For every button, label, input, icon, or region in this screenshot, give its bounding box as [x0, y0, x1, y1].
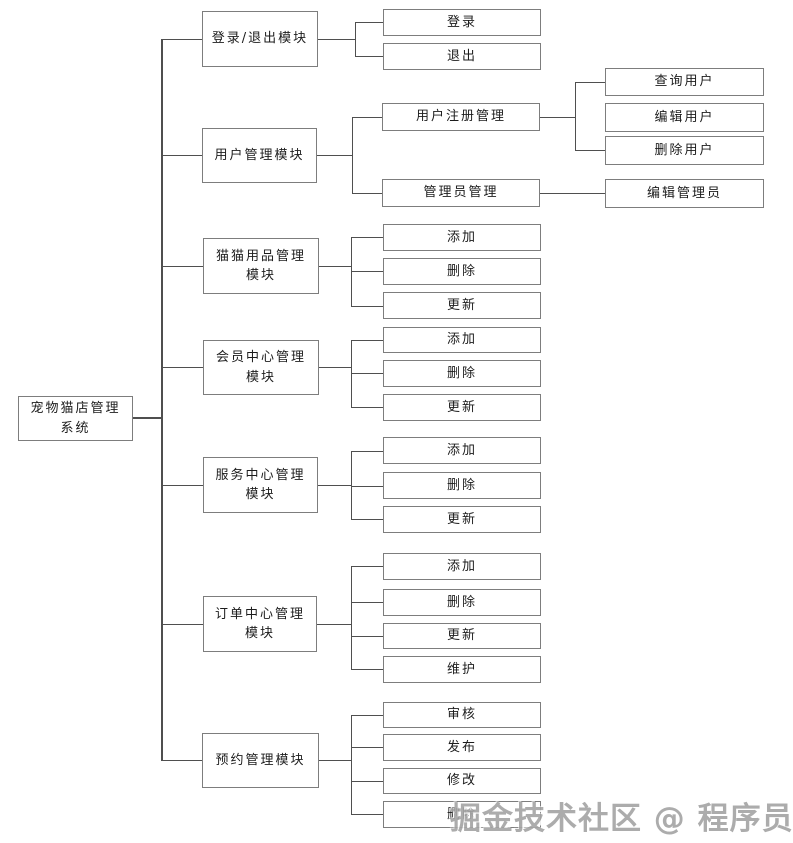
connector-line: [351, 407, 383, 408]
connector-line: [351, 715, 383, 716]
leaf-reservation-review: 审核: [383, 702, 541, 728]
connector-line: [352, 193, 382, 194]
module-reservation: 预约管理模块: [202, 733, 319, 788]
connector-line: [161, 760, 202, 761]
connector-line: [355, 22, 383, 23]
leaf-order-add: 添加: [383, 553, 541, 580]
connector-line: [351, 306, 383, 307]
connector-line: [351, 237, 352, 307]
connector-line: [319, 367, 351, 368]
leaf-login: 登录: [383, 9, 541, 36]
leaf-member-delete: 删除: [383, 360, 541, 387]
connector-line: [351, 715, 352, 815]
connector-line: [161, 39, 202, 40]
connector-line: [575, 82, 576, 151]
leaf-reservation-modify: 修改: [383, 768, 541, 794]
leaf-service-update: 更新: [383, 506, 541, 533]
leaf-cat-products-add: 添加: [383, 224, 541, 251]
leaf-edit-admin: 编辑管理员: [605, 179, 764, 208]
leaf-cat-products-update: 更新: [383, 292, 541, 319]
connector-line: [352, 117, 353, 194]
connector-line: [351, 636, 383, 637]
connector-line: [540, 193, 605, 194]
connector-line: [161, 624, 203, 625]
module-cat-products: 猫猫用品管理 模块: [203, 238, 319, 294]
connector-line: [575, 150, 605, 151]
connector-line: [540, 117, 575, 118]
connector-line: [161, 155, 202, 156]
connector-line: [351, 747, 383, 748]
leaf-cat-products-delete: 删除: [383, 258, 541, 285]
module-service-center: 服务中心管理 模块: [203, 457, 318, 513]
leaf-member-update: 更新: [383, 394, 541, 421]
leaf-query-user: 查询用户: [605, 68, 764, 96]
connector-line: [351, 602, 383, 603]
leaf-order-maintain: 维护: [383, 656, 541, 683]
connector-line: [355, 22, 356, 57]
module-user-management: 用户管理模块: [202, 128, 317, 183]
leaf-service-delete: 删除: [383, 472, 541, 499]
leaf-delete-user: 删除用户: [605, 136, 764, 165]
leaf-edit-user: 编辑用户: [605, 103, 764, 132]
node-user-registration-mgmt: 用户注册管理: [382, 103, 540, 131]
connector-line: [317, 155, 352, 156]
connector-line: [351, 781, 383, 782]
connector-line: [351, 340, 352, 408]
connector-line: [317, 624, 351, 625]
connector-line: [161, 266, 203, 267]
connector-line: [351, 451, 352, 520]
node-root-system: 宠物猫店管理 系统: [18, 396, 133, 441]
leaf-order-delete: 删除: [383, 589, 541, 616]
node-admin-mgmt: 管理员管理: [382, 179, 540, 207]
connector-line: [355, 56, 383, 57]
connector-line: [575, 82, 605, 83]
connector-line: [351, 566, 352, 670]
connector-line: [161, 39, 163, 761]
connector-line: [352, 117, 382, 118]
connector-line: [161, 485, 203, 486]
connector-line: [351, 814, 383, 815]
connector-line: [351, 373, 383, 374]
module-order-center: 订单中心管理 模块: [203, 596, 317, 652]
connector-line: [351, 340, 383, 341]
connector-line: [351, 451, 383, 452]
connector-line: [351, 669, 383, 670]
leaf-member-add: 添加: [383, 327, 541, 353]
connector-line: [161, 367, 203, 368]
connector-line: [318, 485, 351, 486]
leaf-reservation-publish: 发布: [383, 734, 541, 761]
leaf-order-update: 更新: [383, 623, 541, 649]
module-member-center: 会员中心管理 模块: [203, 340, 319, 395]
connector-line: [351, 486, 383, 487]
leaf-reservation-delete: 删除: [383, 801, 541, 828]
connector-line: [133, 417, 162, 419]
connector-line: [319, 266, 351, 267]
watermark-text: 掘金技术社区 @ 程序员小奕: [450, 801, 793, 837]
leaf-logout: 退出: [383, 43, 541, 70]
connector-line: [318, 39, 355, 40]
module-login-logout: 登录/退出模块: [202, 11, 318, 67]
leaf-service-add: 添加: [383, 437, 541, 464]
connector-line: [351, 271, 383, 272]
connector-line: [351, 519, 383, 520]
connector-line: [319, 760, 351, 761]
connector-line: [351, 237, 383, 238]
connector-line: [351, 566, 383, 567]
